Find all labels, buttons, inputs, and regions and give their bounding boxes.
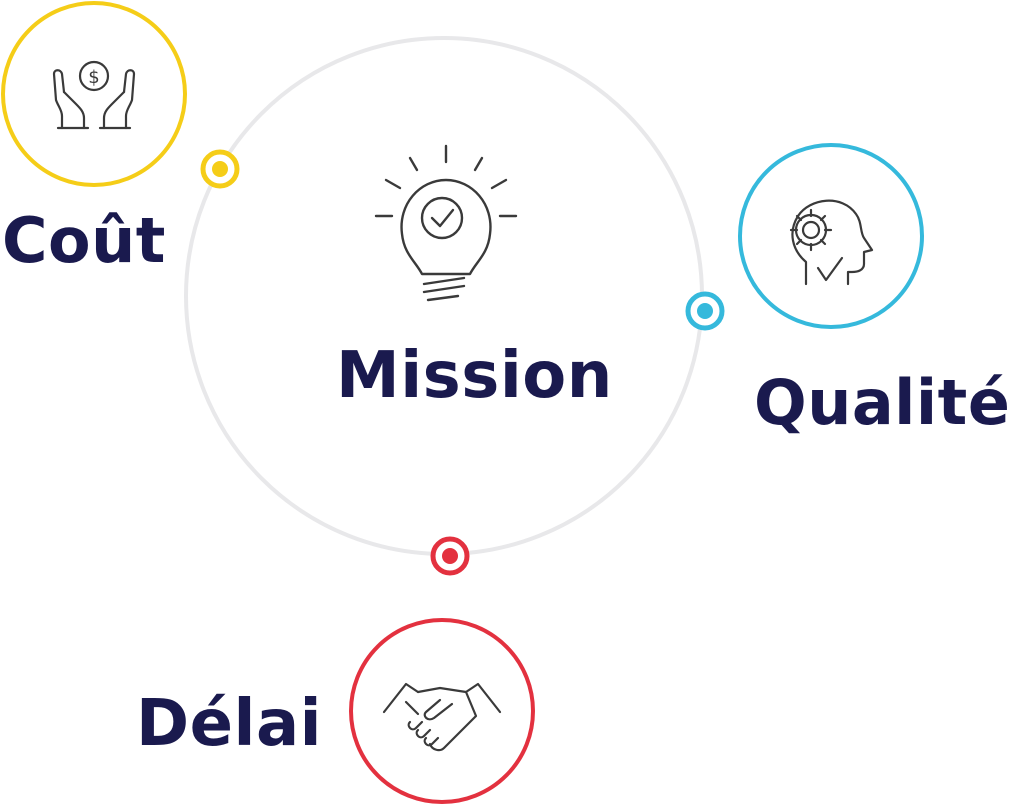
head-gear-icon [789,199,874,286]
mission-ring [184,36,704,556]
cout-label: Coût [2,204,166,277]
svg-text:$: $ [88,67,99,88]
handshake-icon [382,682,502,752]
cout-node-circle [1,1,187,187]
mission-label: Mission [336,339,613,413]
qualite-label: Qualité [754,366,1011,439]
delai-connector-dot-inner [442,548,458,564]
hands-dollar-icon: $ [52,60,136,130]
qualite-connector-dot-inner [697,303,713,319]
cout-connector-dot-inner [212,161,228,177]
delai-label: Délai [136,687,323,761]
lightbulb-check-icon [374,144,518,302]
qualite-node-circle [738,143,924,329]
